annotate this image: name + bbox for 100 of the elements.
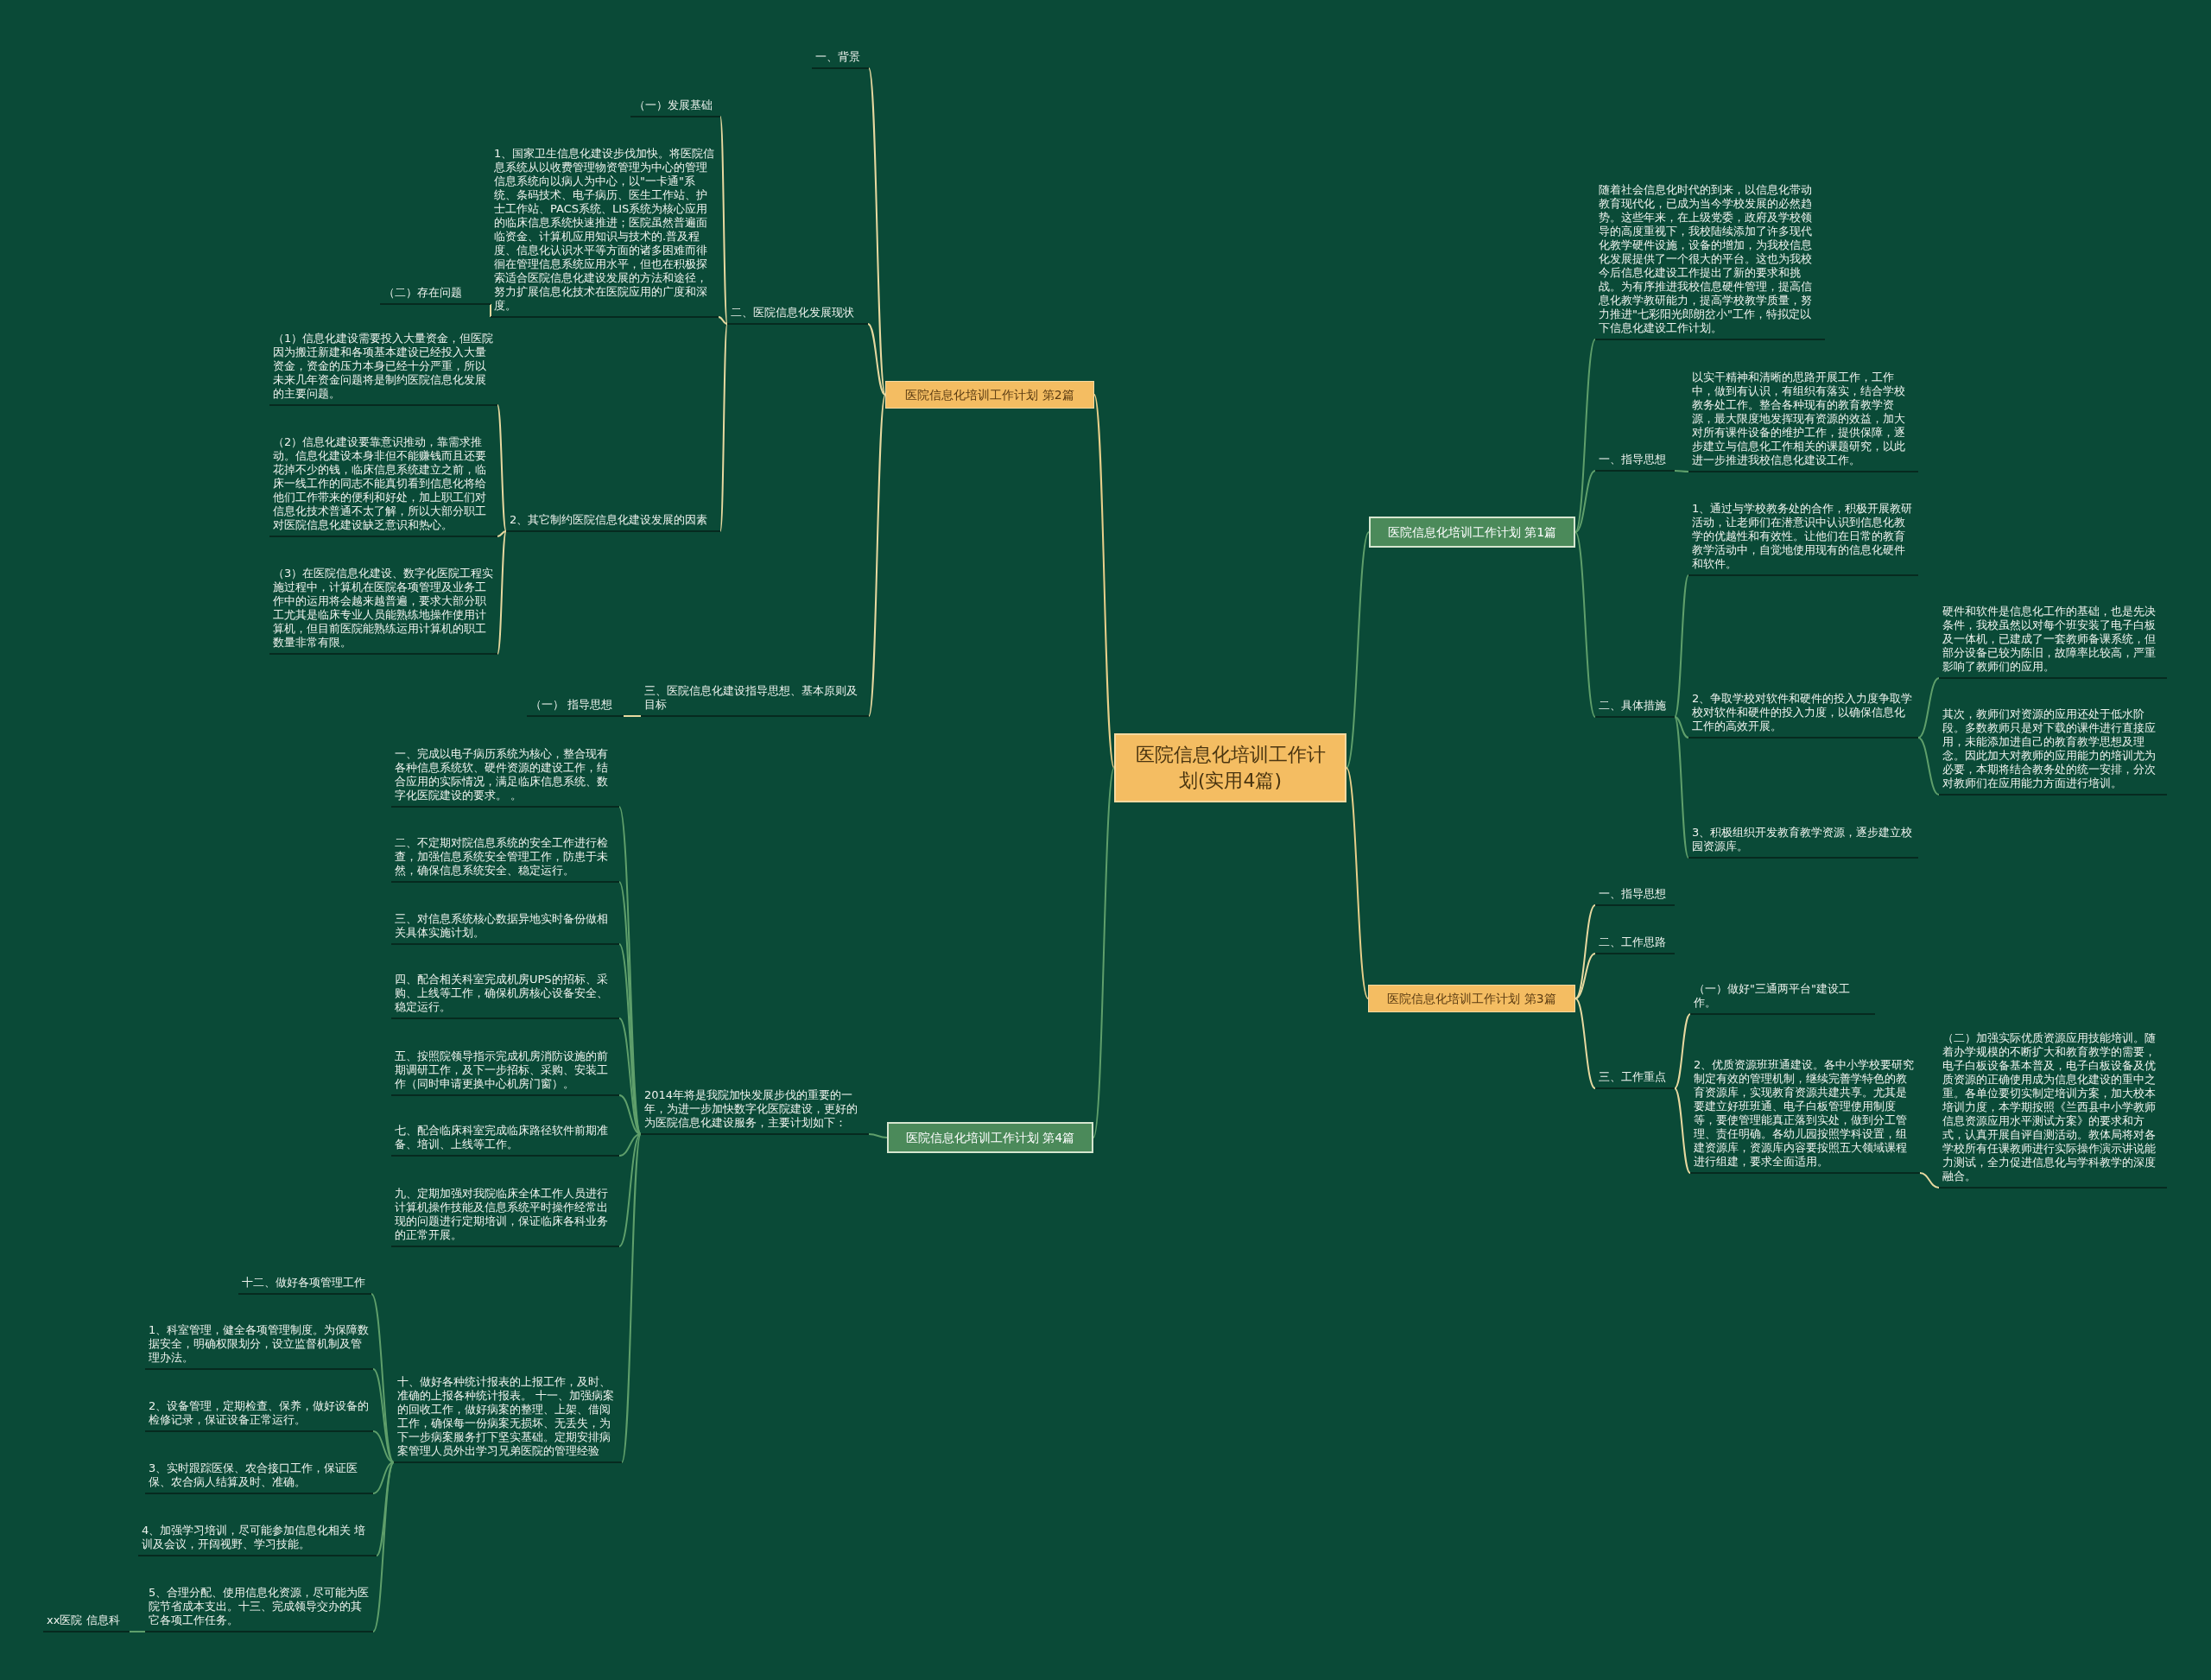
connector-line: [497, 404, 507, 532]
topic-underline: [380, 286, 491, 305]
topic-underline: [727, 306, 868, 325]
connector-line: [1674, 574, 1689, 718]
topic-text: 1、科室管理，健全各项管理制度。为保障数据安全，明确权限划分，设立监督机制及管理办法。: [149, 1323, 370, 1365]
topic-text: 4、加强学习培训，尽可能参加信息化相关 培训及会议，开阔视野、学习技能。: [142, 1524, 367, 1551]
topic-underline: [1690, 982, 1875, 1015]
topic-text: 一、指导思想: [1599, 887, 1667, 901]
topic-text: 5、合理分配、使用信息化资源，尽可能为医院节省成本支出。十三、完成领导交办的其它各项工作任务。: [149, 1586, 370, 1627]
connector-line: [867, 323, 886, 396]
connector-line: [1093, 394, 1115, 769]
topic-underline: [391, 836, 619, 883]
connector-line: [1919, 1172, 1940, 1189]
topic-text: 十、做好各种统计报表的上报工作，及时、准确的上报各种统计报表。 十一、加强病案的回收工作，做好病案的整理、上架、借阅工作，确保每一份病案无损坏、无丢失，为下一步病案服务打下坚实基础。定期安排病案管理人员外出学习兄弟医院的管理经验: [397, 1375, 616, 1458]
topic-underline: [641, 1088, 869, 1135]
topic-text: （1）信息化建设需要投入大量资金，但医院因为搬迁新建和各项基本建设已经投入大量资金，资金的压力本身已经十分严重，所以未来几年资金问题将是制约医院信息化发展的主要问题。: [273, 332, 494, 401]
topic-text: 2014年将是我院加快发展步伐的重要的一年，为进一步加快数字化医院建设，更好的为医院信息化建设服务，主要计划如下：: [644, 1088, 858, 1130]
connector-line: [1574, 339, 1596, 533]
connector-line: [1674, 1013, 1691, 1089]
topic-text: （2）信息化建设要靠意识推动，靠需求推动。信息化建设本身非但不能赚钱而且还要花掉不少的钱，临床信息系统建立之前，临床一线工作的同志不能真切看到信息化将给他们工作带来的便利和好处，加上职工们对信息化技术普通不太了解，所以大部分职工对医院信息化建设缺乏意识和热心。: [273, 435, 487, 532]
topic-text: 二、工作思路: [1599, 935, 1667, 949]
topic-underline: [1595, 935, 1675, 954]
topic-text: 十二、做好各项管理工作: [242, 1276, 366, 1290]
topic-text: 二、不定期对院信息系统的安全工作进行检查，加强信息系统安全管理工作，防患于未然，确保信息系统安全、稳定运行。: [395, 836, 609, 878]
topic-text: 三、工作重点: [1599, 1070, 1667, 1084]
connector-line: [372, 1461, 395, 1632]
connector-line: [618, 1133, 642, 1157]
topic-underline: [145, 1461, 373, 1494]
topic-text: （二）加强实际优质资源应用技能培训。随着办学规模的不断扩大和教育教学的需要，电子白板设备基本普及，电子白板设备及优质资源的正确使用成为信息化建设的重中之重。各单位要切实制定培训方案，加大校本培训力度，本学期按照《兰西县中小学教师信息资源应用水平测试方案》的要求和方式，认真开展自评自测活动。教体局将对各学校所有任课教师进行实际操作演示讲说能力测试，全力促进信息化与学科教学的深度融合。: [1942, 1031, 2157, 1183]
connector-line: [490, 303, 491, 318]
connector-line: [623, 715, 642, 717]
connector-line: [1346, 767, 1369, 999]
topic-underline: [527, 698, 624, 717]
branch-box: [887, 1122, 1093, 1153]
connector-line: [1574, 998, 1596, 1089]
topic-underline: [1595, 1070, 1675, 1089]
connector-line: [1674, 470, 1689, 472]
connector-line: [1574, 531, 1596, 718]
topic-underline: [1595, 887, 1675, 906]
topic-underline: [1595, 699, 1675, 718]
connector-line: [1917, 677, 1940, 739]
connector-line: [718, 316, 728, 325]
topic-text: xx医院 信息科: [47, 1613, 121, 1627]
topic-underline: [641, 684, 869, 717]
topic-text: 七、配合临床科室完成临床路径软件前期准备、培训、上线等工作。: [395, 1124, 609, 1151]
topic-text: 以实干精神和清晰的思路开展工作，工作中，做到有认识，有组织有落实，结合学校教务处工作。整合各种现有的教育教学资源，最大限度地发挥现有资源的效益，加大对所有课件设备的维护工作，提供保障，逐步建立与信息化工作相关的课题研究，以此进一步推进我校信息化建设工作。: [1692, 371, 1906, 467]
branch-title: 医院信息化培训工作计划 第3篇: [1386, 991, 1557, 1007]
central-topic-box: [1114, 733, 1346, 802]
topic-underline: [630, 98, 720, 117]
connector-line: [1674, 716, 1689, 859]
connector-line: [1574, 953, 1596, 999]
connector-line: [868, 67, 886, 396]
connector-line: [372, 1368, 395, 1463]
connector-line: [621, 1133, 642, 1463]
topic-text: （一） 指导思想: [530, 698, 614, 712]
topic-text: 1、通过与学校教务处的合作，积极开展教研活动，让老师们在潜意识中认识到信息化教学的优越性和有效性。让他们在日常的教育教学活动中，自觉地使用现有的信息化硬件和软件。: [1692, 502, 1914, 571]
topic-underline: [238, 1276, 371, 1295]
topic-text: 三、医院信息化建设指导思想、基本原则及目标: [644, 684, 858, 712]
topic-text: 四、配合相关科室完成机房UPS的招标、采购、上线等工作，确保机房核心设备安全、稳定运行。: [395, 973, 609, 1014]
topic-text: （一）发展基础: [634, 98, 713, 112]
topic-text: 一、完成以电子病历系统为核心，整合现有各种信息系统软、硬件资源的建设工作，结合应用的实际情况，满足临床信息系统、数字化医院建设的要求。 。: [395, 747, 609, 802]
connector-line: [129, 1631, 146, 1632]
topic-underline: [1688, 826, 1918, 859]
topic-underline: [43, 1613, 130, 1632]
connector-line: [1674, 1087, 1691, 1174]
topic-text: 2、设备管理，定期检查、保养，做好设备的检修记录，保证设备正常运行。: [149, 1399, 370, 1427]
topic-underline: [145, 1399, 373, 1432]
branch-title: 医院信息化培训工作计划 第4篇: [904, 1130, 1076, 1146]
connector-line: [868, 394, 886, 717]
connector-line: [1917, 737, 1940, 796]
central-title: 医院信息化培训工作计划(实用4篇): [1134, 743, 1327, 793]
connector-line: [1574, 904, 1596, 999]
branch-box: [1369, 517, 1575, 548]
connector-line: [497, 530, 507, 655]
connector-line: [1674, 716, 1689, 739]
branch-title: 医院信息化培训工作计划 第2篇: [904, 387, 1075, 403]
topic-text: （二）存在问题: [383, 286, 463, 300]
connector-line: [497, 530, 507, 537]
topic-text: 随着社会信息化时代的到来，以信息化带动教育现代化，已成为当今学校发展的必然趋势。这些年来，在上级党委，政府及学校领导的高度重视下，我校陆续添加了许多现代化教学硬件设施，设备的增加，为我校信息化发展提供了一个很大的平台。这也为我校今后信息化建设工作提出了新的要求和挑战。为有序推进我校信息硬件管理，提高信息化教学教研能力，提高学校教学质量，努力推进"七彩阳光郎朗岔小"工作，特拟定以下信息化建设工作计划。: [1599, 183, 1813, 335]
topic-underline: [391, 1049, 619, 1096]
topic-underline: [1595, 453, 1675, 472]
topic-text: 九、定期加强对我院临床全体工作人员进行计算机操作技能及信息系统平时操作经常出现的问题进行定期培训，保证临床各科业务的正常开展。: [395, 1187, 609, 1242]
topic-text: 1、国家卫生信息化建设步伐加快。将医院信息系统从以收费管理物资管理为中心的管理信息系统向以病人为中心，以"一卡通"系统、条码技术、电子病历、医生工作站、护士工作站、PACS系统、LIS系统为核心应用的临床信息系统快速推进；医院虽然普遍面临资金、计算机应用知识与技术的.普及程度、信息化认识水平等方面的诸多困难而徘徊在管理信息系统应用水平，但也在积极探索适合医院信息化建设发展的方法和途径，努力扩展信息化技术在医院应用的广度和深度。: [494, 147, 715, 313]
branch-title: 医院信息化培训工作计划 第1篇: [1386, 524, 1558, 541]
connector-line: [372, 1430, 395, 1463]
connector-line: [719, 116, 728, 325]
connector-line: [868, 1133, 888, 1138]
topic-text: 一、背景: [815, 50, 861, 64]
topic-underline: [138, 1524, 377, 1556]
connector-line: [618, 1133, 642, 1247]
topic-text: 2、争取学校对软件和硬件的投入力度争取学校对软件和硬件的投入力度，以确保信息化工作的高效开展。: [1692, 692, 1914, 733]
connector-line: [1346, 531, 1370, 769]
topic-text: 一、指导思想: [1599, 453, 1667, 466]
connector-line: [372, 1461, 395, 1494]
topic-text: 二、具体措施: [1599, 699, 1667, 713]
topic-text: 二、医院信息化发展现状: [731, 306, 855, 320]
topic-text: 3、积极组织开发教育教学资源，逐步建立校园资源库。: [1692, 826, 1914, 853]
connector-line: [618, 1094, 642, 1135]
branch-box: [885, 381, 1094, 409]
topic-text: 五、按照院领导指示完成机房消防设施的前期调研工作，及下一步招标、采购、安装工作（同时申请更换中心机房门窗）。: [395, 1049, 609, 1091]
